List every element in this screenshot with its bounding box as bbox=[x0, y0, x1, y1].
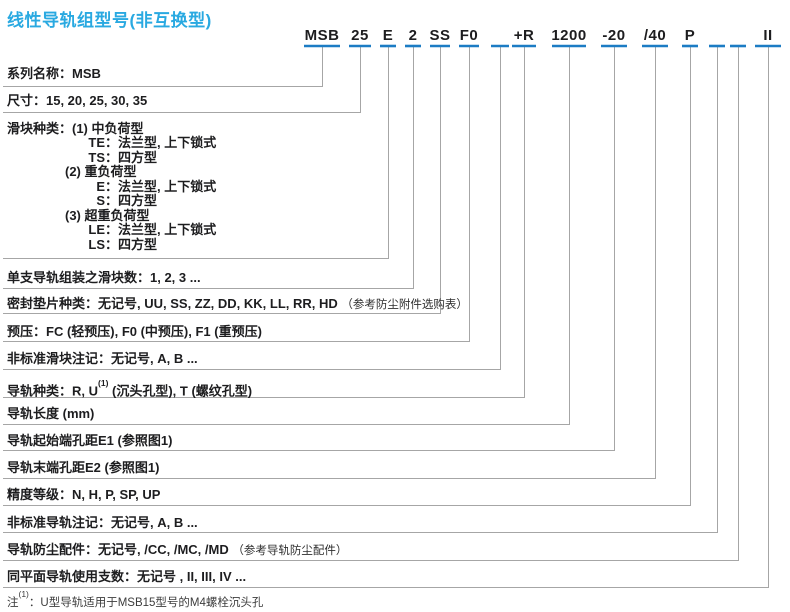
connector-line bbox=[3, 47, 442, 315]
connector-line bbox=[3, 47, 571, 426]
code-segment: -20 bbox=[602, 27, 626, 44]
code-segment: 25 bbox=[351, 27, 369, 44]
row-label: 导轨末端孔距E2 (参照图1) bbox=[7, 460, 160, 475]
code-segment: MSB bbox=[304, 27, 340, 44]
connector-line bbox=[3, 47, 770, 589]
row-rails-per-plane: 同平面导轨使用支数：无记号 , II, III, IV ... bbox=[7, 570, 246, 584]
code-segment: SS bbox=[429, 27, 451, 44]
code-segment: F0 bbox=[459, 27, 479, 44]
connector-line bbox=[3, 47, 415, 290]
code-segment: /40 bbox=[643, 27, 667, 44]
connector-line bbox=[3, 47, 526, 399]
connector-line bbox=[3, 47, 719, 534]
group-label: (3) 超重负荷型 bbox=[65, 207, 150, 223]
item-desc: 四方型 bbox=[118, 193, 158, 209]
code-segment: +R bbox=[513, 27, 535, 44]
superscript-note-ref: (1) bbox=[18, 589, 29, 599]
footnote-text: ：U型导轨适用于MSB15型号的M4螺栓沉头孔 bbox=[28, 596, 264, 609]
block-type-group: (3) 超重负荷型 bbox=[7, 207, 216, 223]
footnote-text: 注 bbox=[7, 596, 19, 609]
connector-line bbox=[3, 47, 692, 507]
row-label: 非标准滑块注记：无记号, A, B ... bbox=[7, 351, 198, 366]
item-desc: 法兰型, 上下锁式 bbox=[118, 222, 217, 238]
code-segment: 1200 bbox=[551, 27, 587, 44]
superscript-note-ref: (1) bbox=[98, 378, 109, 388]
item-code: TS： bbox=[88, 149, 118, 165]
connector-line bbox=[3, 47, 324, 88]
block-type-item: LS： 四方型 bbox=[7, 236, 216, 252]
block-type-heading: 滑块种类：(1) 中负荷型 bbox=[7, 121, 216, 136]
row-start-hole-distance-e1: 导轨起始端孔距E1 (参照图1) bbox=[7, 434, 172, 448]
connector-line bbox=[3, 47, 362, 114]
row-label: 系列名称：MSB bbox=[7, 66, 101, 81]
block-type-item: TS： 四方型 bbox=[7, 149, 216, 165]
row-label: (沉头孔型), T (螺纹孔型) bbox=[108, 383, 253, 399]
row-nonstandard-rail-note: 非标准导轨注记：无记号, A, B ... bbox=[7, 516, 198, 530]
connector-line bbox=[3, 47, 740, 562]
row-size: 尺寸：15, 20, 25, 30, 35 bbox=[7, 94, 147, 108]
row-blocks-per-rail: 单支导轨组装之滑块数：1, 2, 3 ... bbox=[7, 271, 201, 285]
row-rail-dust-accessory: 导轨防尘配件：无记号, /CC, /MC, /MD （参考导轨防尘配件） bbox=[7, 543, 347, 558]
connector-line bbox=[3, 47, 657, 480]
row-rail-length: 导轨长度 (mm) bbox=[7, 407, 94, 421]
item-code: LS： bbox=[88, 236, 118, 252]
row-end-hole-distance-e2: 导轨末端孔距E2 (参照图1) bbox=[7, 461, 159, 475]
item-code: TE： bbox=[88, 135, 118, 151]
block-type-item: TE： 法兰型, 上下锁式 bbox=[7, 135, 217, 151]
row-hint: （参考防尘附件选购表） bbox=[341, 299, 468, 311]
block-type-item: S： 四方型 bbox=[7, 193, 216, 209]
row-label: 密封垫片种类：无记号, UU, SS, ZZ, DD, KK, LL, RR, … bbox=[7, 296, 338, 311]
row-rail-type: 导轨种类：R, U(1) (沉头孔型), T (螺纹孔型) bbox=[7, 378, 253, 399]
item-code: LE： bbox=[88, 222, 118, 238]
row-label: 尺寸：15, 20, 25, 30, 35 bbox=[7, 93, 148, 108]
row-label: 导轨防尘配件：无记号, /CC, /MC, /MD bbox=[7, 542, 229, 557]
group-label: (2) 重负荷型 bbox=[65, 164, 137, 180]
row-nonstandard-block-note: 非标准滑块注记：无记号, A, B ... bbox=[7, 352, 198, 366]
row-label: 导轨长度 (mm) bbox=[7, 406, 95, 421]
connector-line bbox=[3, 47, 502, 371]
row-label: 导轨种类：R, U bbox=[7, 383, 99, 399]
connector-line bbox=[3, 47, 471, 343]
row-accuracy-grade: 精度等级：N, H, P, SP, UP bbox=[7, 488, 160, 502]
row-block-type: 滑块种类：(1) 中负荷型 TE： 法兰型, 上下锁式 TS： 四方型 (2) … bbox=[7, 121, 217, 252]
code-segment: II bbox=[763, 27, 773, 44]
code-segment: E bbox=[382, 27, 394, 44]
row-label: 精度等级：N, H, P, SP, UP bbox=[7, 487, 161, 502]
item-code: E： bbox=[96, 178, 118, 194]
block-type-item: E： 法兰型, 上下锁式 bbox=[7, 178, 217, 194]
code-segment: P bbox=[684, 27, 696, 44]
row-series-name: 系列名称：MSB bbox=[7, 67, 101, 81]
item-desc: 法兰型, 上下锁式 bbox=[118, 135, 217, 151]
row-hint: （参考导轨防尘配件） bbox=[232, 545, 348, 557]
row-label: 同平面导轨使用支数：无记号 , II, III, IV ... bbox=[7, 569, 247, 584]
row-preload: 预压：FC (轻预压), F0 (中预压), F1 (重预压) bbox=[7, 325, 262, 339]
footnote: 注(1)：U型导轨适用于MSB15型号的M4螺栓沉头孔 bbox=[7, 589, 264, 610]
block-type-item: LE： 法兰型, 上下锁式 bbox=[7, 222, 217, 238]
row-label: 非标准导轨注记：无记号, A, B ... bbox=[7, 515, 198, 530]
row-label: 滑块种类：(1) 中负荷型 bbox=[7, 121, 144, 136]
page-title: 线性导轨组型号(非互换型) bbox=[7, 11, 212, 30]
row-label: 单支导轨组装之滑块数：1, 2, 3 ... bbox=[7, 270, 201, 285]
item-desc: 法兰型, 上下锁式 bbox=[118, 178, 217, 194]
item-desc: 四方型 bbox=[118, 236, 158, 252]
row-label: 导轨起始端孔距E1 (参照图1) bbox=[7, 433, 173, 448]
connector-line bbox=[3, 47, 390, 260]
block-type-group: (2) 重负荷型 bbox=[7, 164, 216, 180]
connector-line bbox=[3, 47, 616, 452]
row-seal-type: 密封垫片种类：无记号, UU, SS, ZZ, DD, KK, LL, RR, … bbox=[7, 297, 468, 312]
item-desc: 四方型 bbox=[118, 149, 158, 165]
item-code: S： bbox=[96, 193, 118, 209]
code-segment: 2 bbox=[408, 27, 418, 44]
row-label: 预压：FC (轻预压), F0 (中预压), F1 (重预压) bbox=[7, 324, 262, 339]
